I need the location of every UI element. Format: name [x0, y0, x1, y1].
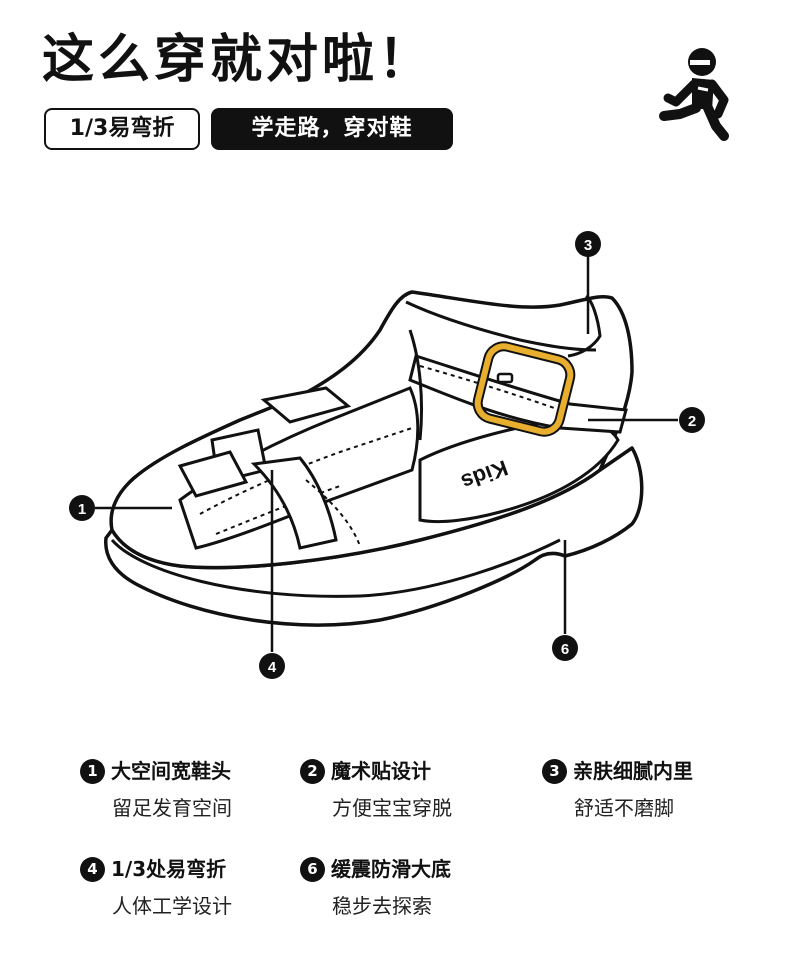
feature-title: 大空间宽鞋头	[111, 759, 231, 783]
feature-desc: 稳步去探索	[332, 894, 432, 918]
callout-6: 6	[552, 635, 578, 661]
callout-2: 2	[679, 407, 705, 433]
running-kid-icon	[659, 48, 729, 141]
feature-desc: 人体工学设计	[112, 894, 232, 918]
feature-title: 亲肤细腻内里	[573, 759, 693, 783]
feature-desc: 舒适不磨脚	[574, 796, 674, 820]
page-title: 这么穿就对啦！	[42, 30, 435, 90]
feature-badge: 6	[300, 856, 325, 882]
svg-text:1: 1	[78, 501, 86, 518]
feature-badge: 2	[300, 758, 325, 784]
feature-badge: 3	[542, 758, 567, 784]
feature-title: 魔术贴设计	[331, 759, 431, 783]
callout-3: 3	[575, 231, 601, 257]
callout-4: 4	[259, 653, 285, 679]
feature-title: 1/3处易弯折	[111, 857, 227, 881]
feature-desc: 方便宝宝穿脱	[332, 796, 452, 820]
callout-1: 1	[69, 495, 95, 521]
feature-title: 缓震防滑大底	[331, 857, 451, 881]
slogan-tag: 学走路，穿对鞋	[211, 108, 453, 150]
svg-text:6: 6	[561, 641, 569, 658]
sandal-illustration: Kids 1 3 2 4 6	[69, 231, 705, 679]
svg-text:3: 3	[584, 237, 592, 254]
flex-tag: 1/3易弯折	[44, 108, 200, 150]
feature-desc: 留足发育空间	[112, 796, 232, 820]
feature-badge: 1	[80, 758, 105, 784]
svg-text:4: 4	[268, 659, 277, 676]
svg-text:2: 2	[688, 413, 696, 430]
feature-badge: 4	[80, 856, 105, 882]
